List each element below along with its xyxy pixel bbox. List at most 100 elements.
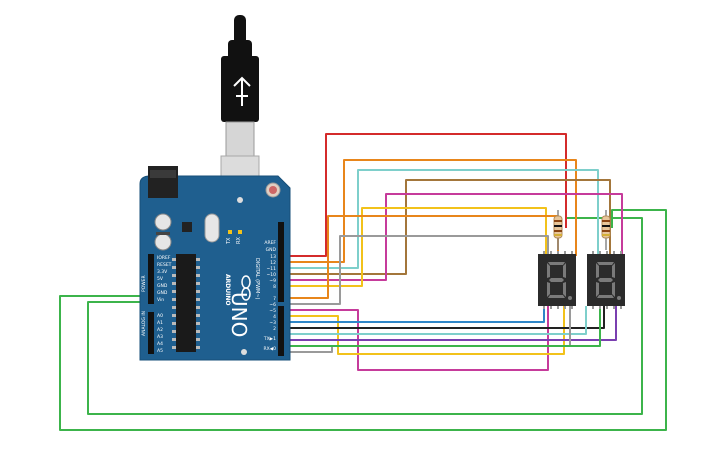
wire-brown[interactable] <box>286 179 611 275</box>
usb-cable[interactable] <box>220 15 260 199</box>
display-segment-b <box>612 263 615 278</box>
display-pin-top <box>620 251 622 254</box>
wire-yellow[interactable] <box>286 207 547 287</box>
wire-purple[interactable] <box>286 306 617 341</box>
display-decimal-point <box>617 296 621 300</box>
usb-cable-neck <box>228 40 252 60</box>
display-segment-b <box>563 263 566 278</box>
display-decimal-point <box>568 296 572 300</box>
display-segment-g <box>549 278 564 282</box>
display-segment-a <box>548 262 565 265</box>
pin-label-reset: RESET <box>157 262 172 268</box>
digital-pin-labels: AREF GND 13 12 ~11 ~10 ~9 8 7 ~6 ~5 4 ~3… <box>263 240 277 352</box>
wire-cyan[interactable] <box>286 169 599 269</box>
power-jack-top <box>150 170 176 178</box>
pin-label-10: ~10 <box>267 272 277 278</box>
power-header <box>148 254 154 304</box>
wire-green-lower[interactable] <box>286 306 601 347</box>
seven-segment-display-2[interactable] <box>587 251 625 309</box>
pin-label-4: 4 <box>273 314 276 320</box>
pin-label-gnd-1: GND <box>157 283 168 289</box>
wire-blue[interactable] <box>286 306 545 323</box>
display-segment-g <box>598 278 613 282</box>
capacitor-1 <box>154 213 172 231</box>
arduino-uno-board[interactable]: TX RX ARDUINO UNO DIGITAL (PWM~) ANALOG … <box>139 166 291 361</box>
analog-header <box>148 312 154 354</box>
display-pin-bottom <box>550 306 552 309</box>
wires <box>59 133 667 431</box>
pin-label-3v3: 3.3V <box>157 269 168 275</box>
digital-header-high <box>278 222 284 302</box>
display-pin-top <box>543 251 545 254</box>
wire-cyan-lower[interactable] <box>286 306 587 335</box>
display-pin-bottom <box>571 306 573 309</box>
display-segment-e <box>547 282 550 297</box>
chip-pins <box>172 258 200 349</box>
pin-label-tx1: TX▶1 <box>263 336 276 342</box>
resistor-band-2 <box>602 225 610 227</box>
analog-side-title: ANALOG IN <box>141 311 147 336</box>
pin-label-aref: AREF <box>264 240 276 246</box>
pin-label-a0: A0 <box>157 313 163 319</box>
pin-label-rx0: RX◀0 <box>263 346 276 352</box>
wire-gray-upper[interactable] <box>286 235 549 305</box>
tx-led <box>228 230 232 234</box>
resistor-band-4 <box>554 234 562 236</box>
display-pin-top <box>550 251 552 254</box>
wire-magenta[interactable] <box>286 193 623 281</box>
capacitor-band <box>156 232 170 235</box>
atmega-chip <box>176 254 196 352</box>
display-segment-c <box>563 282 566 297</box>
display-segment-d <box>597 295 614 298</box>
display-segment-e <box>596 282 599 297</box>
resistor-band-2 <box>554 225 562 227</box>
arduino-logo-icon <box>241 275 251 301</box>
wire-green-outer[interactable] <box>59 209 667 431</box>
power-pin-labels: IOREF RESET 3.3V 5V GND GND Vin <box>157 255 172 303</box>
display-pin-bottom <box>543 306 545 309</box>
display-pin-bottom <box>592 306 594 309</box>
pin-label-a1: A1 <box>157 320 163 326</box>
wire-red[interactable] <box>286 133 567 257</box>
resistor-right[interactable] <box>601 210 611 250</box>
pin-label-9: ~9 <box>269 278 276 284</box>
analog-pin-labels: A0 A1 A2 A3 A4 A5 <box>157 313 163 354</box>
pin-label-13: 13 <box>270 254 276 260</box>
digital-header-low <box>278 306 284 356</box>
display-pin-top <box>557 251 559 254</box>
rx-led <box>238 230 242 234</box>
wire-yellow-lower[interactable] <box>286 306 565 355</box>
display-segment-a <box>597 262 614 265</box>
wire-black[interactable] <box>286 306 605 329</box>
display-segment-d <box>548 295 565 298</box>
tx-label: TX <box>226 237 232 245</box>
display-pin-top <box>571 251 573 254</box>
usb-icon <box>233 76 251 106</box>
display-pin-top <box>613 251 615 254</box>
display-segment-f <box>596 263 599 278</box>
wire-orange[interactable] <box>286 159 577 263</box>
pin-label-8: 8 <box>273 284 276 290</box>
pin-label-11: ~11 <box>267 266 277 272</box>
pin-label-gnd-2: GND <box>157 290 168 296</box>
pin-label-a3: A3 <box>157 334 163 340</box>
resistor-band-1 <box>602 220 610 222</box>
reset-button-cap <box>269 186 277 194</box>
resistor-left[interactable] <box>553 210 563 250</box>
pin-label-a4: A4 <box>157 341 163 347</box>
rx-label: RX <box>236 237 242 244</box>
seven-segment-display-1[interactable] <box>538 251 576 309</box>
wire-magenta-lower[interactable] <box>286 306 549 371</box>
pin-label-7: 7 <box>273 296 276 302</box>
pin-label-a2: A2 <box>157 327 163 333</box>
pin-label-gnd-d: GND <box>266 247 277 253</box>
pin-label-6: ~6 <box>269 302 276 308</box>
resistor-band-3 <box>602 230 610 232</box>
display-pin-bottom <box>613 306 615 309</box>
display-pin-bottom <box>564 306 566 309</box>
digital-side-title: DIGITAL (PWM~) <box>254 258 260 300</box>
resistor-band-1 <box>554 220 562 222</box>
pin-label-ioref: IOREF <box>157 255 171 261</box>
